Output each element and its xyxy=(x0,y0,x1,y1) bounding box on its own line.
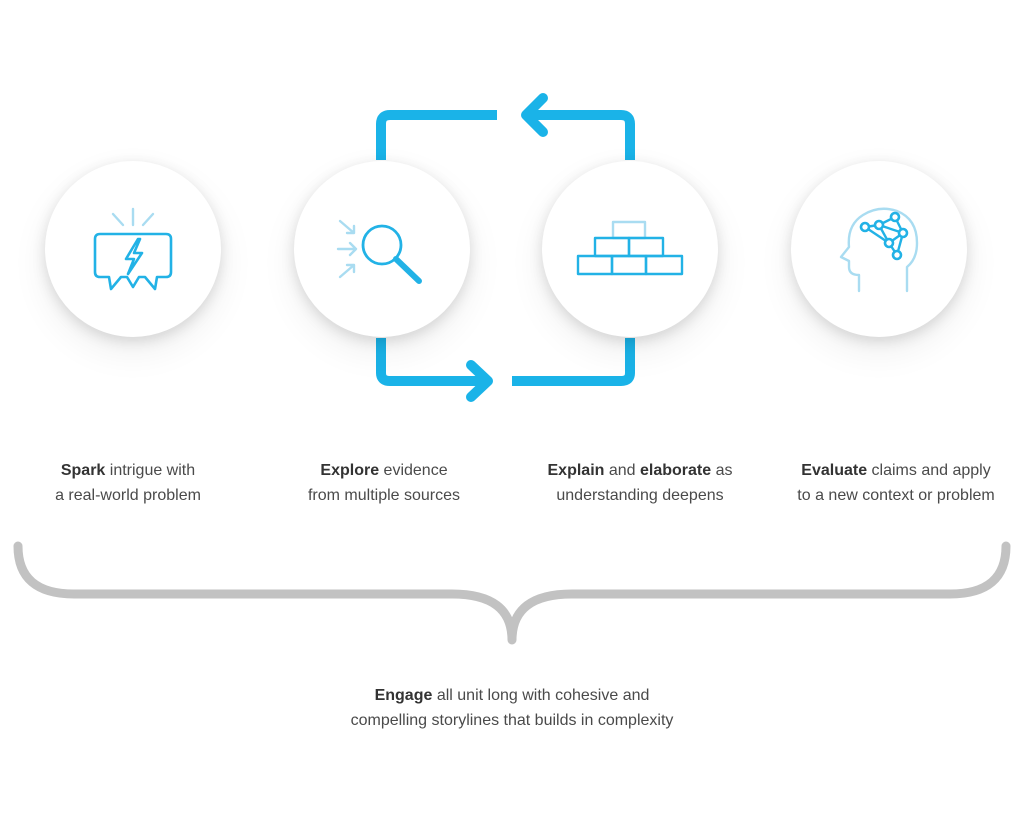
summary-text: Engage all unit long with cohesive and c… xyxy=(312,683,712,733)
stage-bold-explore: Explore xyxy=(320,462,380,479)
stage-circle-spark xyxy=(45,161,221,337)
stage-bold-evaluate: Evaluate xyxy=(801,462,868,479)
summary-bold-engage: Engage xyxy=(374,687,433,704)
stage-circle-explain xyxy=(542,161,718,337)
stage-circle-evaluate xyxy=(791,161,967,337)
stage-circle-explore xyxy=(294,161,470,337)
stage-text-explore-line1: evidence xyxy=(379,462,448,479)
arrowhead-right-icon xyxy=(466,360,493,402)
stage-text-evaluate-line1: claims and apply xyxy=(867,462,991,479)
speech-bubble-lightning-icon xyxy=(93,207,173,291)
stage-bold-elaborate: elaborate xyxy=(640,462,712,479)
brain-network-head-icon xyxy=(839,207,919,293)
magnifier-icon xyxy=(336,219,422,284)
stage-text-spark-line2: a real-world problem xyxy=(55,487,201,504)
stage-bold-explain: Explain xyxy=(547,462,605,479)
curly-brace xyxy=(13,541,1011,645)
stage-text-explain-and: and xyxy=(604,462,640,479)
stage-text-explain-line1: as xyxy=(711,462,733,479)
summary-line2: compelling storylines that builds in com… xyxy=(350,712,674,729)
stage-text-spark: Spark intrigue with a real-world problem xyxy=(8,458,248,508)
stage-text-explore-line2: from multiple sources xyxy=(307,487,461,504)
brick-wall-icon xyxy=(576,220,684,276)
stage-text-spark-line1: intrigue with xyxy=(105,462,196,479)
loop-arrow-top xyxy=(376,110,497,160)
loop-arrow-bottom-return xyxy=(512,338,635,386)
stage-text-evaluate-line2: to a new context or problem xyxy=(797,487,995,504)
loop-arrow-top-return xyxy=(528,110,635,160)
stage-bold-spark: Spark xyxy=(60,462,106,479)
stage-text-explore: Explore evidence from multiple sources xyxy=(264,458,504,508)
stage-text-evaluate: Evaluate claims and apply to a new conte… xyxy=(776,458,1016,508)
arrowhead-left-icon xyxy=(521,93,548,137)
loop-arrow-bottom xyxy=(376,338,483,386)
stage-text-explain: Explain and elaborate as understanding d… xyxy=(520,458,760,508)
summary-line1: all unit long with cohesive and xyxy=(432,687,650,704)
stage-text-explain-line2: understanding deepens xyxy=(556,487,724,504)
